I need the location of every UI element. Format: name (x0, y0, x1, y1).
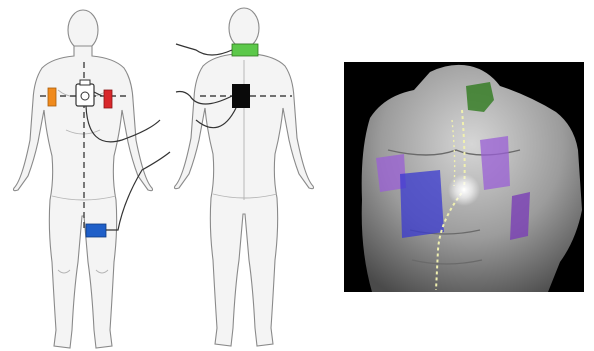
green-electrode (232, 44, 258, 56)
back-head (229, 8, 259, 48)
green-electrode-wire (176, 44, 232, 55)
violet-overlay-right (480, 136, 510, 190)
recorder-clip (80, 80, 90, 85)
front-head (68, 10, 98, 50)
blue-overlay (400, 170, 444, 238)
blue-electrode (86, 224, 106, 237)
black-electrode (232, 84, 250, 108)
back-body-figure (175, 8, 314, 346)
red-electrode (104, 90, 112, 108)
orange-electrode (48, 88, 56, 106)
front-body-figure (14, 10, 171, 348)
torso-render-panel (344, 62, 584, 292)
recorder-device (76, 84, 94, 106)
violet-overlay-lower-right (510, 192, 530, 240)
heart-glow (448, 174, 480, 206)
